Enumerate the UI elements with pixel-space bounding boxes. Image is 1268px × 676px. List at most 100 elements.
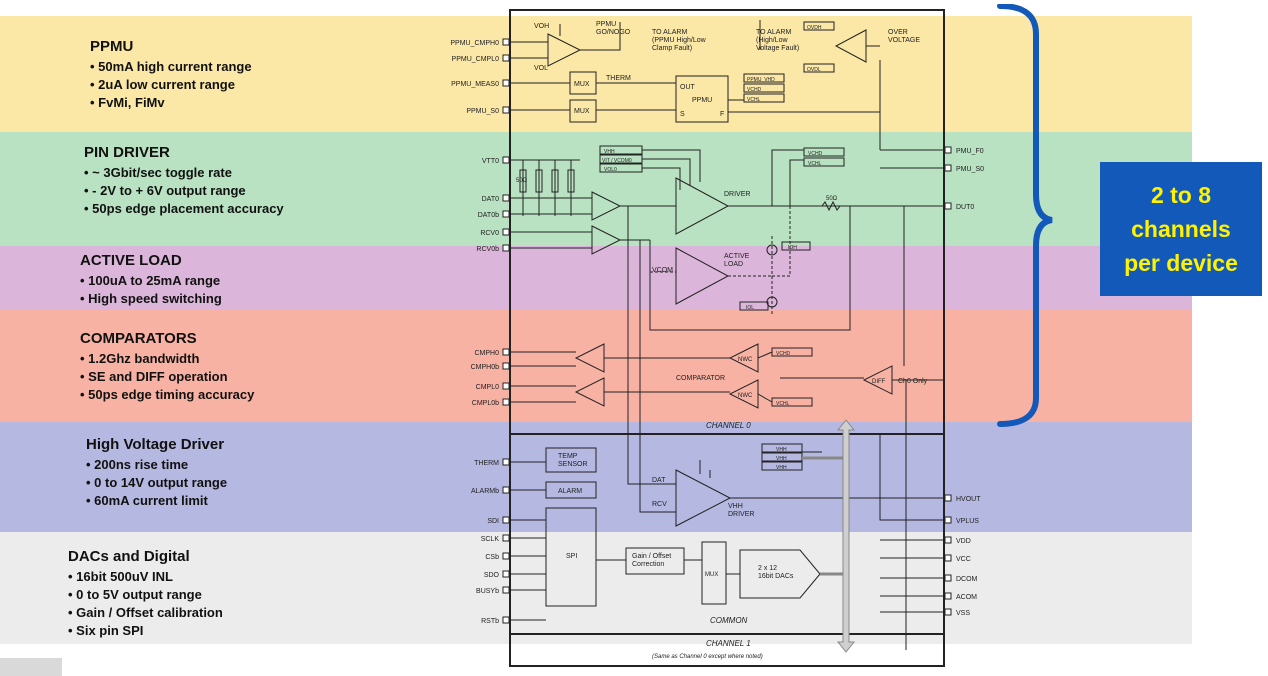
ovdl-box: [803, 63, 835, 73]
band-bullet: 50mA high current range: [90, 58, 251, 76]
ovp-comparator-shape: [834, 29, 867, 63]
ppmu-vhd-box: [743, 73, 785, 83]
label-vit: VIT / VCOM0: [602, 158, 632, 164]
temp-sensor-shape: [545, 447, 597, 473]
gain-offset-shape: [625, 547, 685, 575]
ioh-box: [781, 241, 811, 251]
dac-shape: [739, 549, 821, 599]
cmp-buffer1-shape: [574, 343, 605, 373]
pin-marker: [502, 210, 510, 218]
band-bullets-dacs: 16bit 500uV INL0 to 5V output rangeGain …: [68, 568, 223, 640]
band-bullet: 0 to 14V output range: [86, 474, 227, 492]
pin-marker: [944, 516, 952, 524]
vhh3-box: [761, 461, 803, 471]
pin-label-right: HVOUT: [956, 496, 981, 503]
label-voh: VOH: [534, 23, 549, 30]
pin-marker: [502, 54, 510, 62]
pin-marker: [502, 348, 510, 356]
label-cmp-vchd: VCHD: [776, 351, 791, 357]
pin-label-left: PPMU_MEAS0: [451, 81, 499, 88]
band-bullet: FvMi, FiMv: [90, 94, 252, 112]
band-text-ppmu: PPMU 50mA high current range2uA low curre…: [90, 38, 252, 112]
ppmu-comparator-shape: [547, 33, 582, 67]
band-title-pin-driver: PIN DRIVER: [84, 144, 170, 161]
pin-marker: [502, 516, 510, 524]
band-text-dacs: DACs and Digital 16bit 500uV INL0 to 5V o…: [68, 548, 223, 640]
band-bullet: Gain / Offset calibration: [68, 604, 223, 622]
pin-label-left: THERM: [474, 460, 499, 467]
band-title-active-load: ACTIVE LOAD: [80, 252, 182, 269]
pin-marker: [502, 194, 510, 202]
pin-marker: [502, 570, 510, 578]
band-title-dacs: DACs and Digital: [68, 548, 190, 565]
label-ovdh: OVDH: [807, 25, 822, 31]
vchd-box: [803, 147, 845, 157]
pin-label-left: SDO: [484, 572, 500, 579]
pin-label-left: DAT0b: [478, 212, 499, 219]
pin-marker: [944, 554, 952, 562]
pin-label-right: PMU_F0: [956, 148, 984, 155]
pin-marker: [502, 552, 510, 560]
label-vcom: VCOM: [652, 267, 673, 274]
band-title-hv-driver: High Voltage Driver: [86, 436, 225, 453]
label-rcv: RCV: [652, 501, 667, 508]
label-f: F: [720, 111, 724, 118]
label-ovdl: OVDL: [807, 67, 821, 73]
band-bullet: 100uA to 25mA range: [80, 272, 222, 290]
pin-marker: [502, 228, 510, 236]
band-bullet: Six pin SPI: [68, 622, 223, 640]
label-ch0only: Ch0 Only: [898, 378, 928, 385]
vchl-box: [803, 157, 845, 167]
label-nwc2: NWC: [738, 393, 753, 399]
pin-label-left: PPMU_CMPH0: [450, 40, 499, 47]
pin-label-left: PPMU_CMPL0: [452, 56, 500, 63]
dac-bus: [802, 456, 843, 576]
pin-label-right: ACOM: [956, 594, 977, 601]
band-bullet: 1.2Ghz bandwidth: [80, 350, 254, 368]
band-text-comparators: COMPARATORS 1.2Ghz bandwidthSE and DIFF o…: [80, 330, 254, 404]
pin-label-right: VDD: [956, 538, 971, 545]
bottom-scroll-stub: [0, 658, 62, 676]
left-pins: PPMU_CMPH0PPMU_CMPL0PPMU_MEAS0PPMU_S0VTT…: [450, 38, 510, 625]
label-channel1: CHANNEL 1: [706, 639, 751, 648]
pin-label-left: RSTb: [481, 618, 499, 625]
label-diff: DIFF: [872, 379, 886, 385]
pin-marker: [502, 244, 510, 252]
label-mux2: MUX: [574, 108, 590, 115]
band-bullet: 2uA low current range: [90, 76, 252, 94]
label-ioh: IOH: [788, 245, 797, 251]
band-bullet: 60mA current limit: [86, 492, 227, 510]
pin-label-left: DAT0: [482, 196, 499, 203]
ppmu-mux2-shape: [569, 99, 597, 123]
pin-label-left: RCV0: [480, 230, 499, 237]
band-text-hv-driver: High Voltage Driver200ns rise time0 to 1…: [86, 436, 227, 510]
pin-marker: [502, 486, 510, 494]
pin-marker: [502, 398, 510, 406]
label-out: OUT: [680, 84, 696, 91]
resistor-50ohm: [821, 200, 841, 212]
band-bullet: 50ps edge timing accuracy: [80, 386, 254, 404]
band-bullets-comparators: 1.2Ghz bandwidthSE and DIFF operation50p…: [80, 350, 254, 404]
band-bullet: 50ps edge placement accuracy: [84, 200, 284, 218]
label-s: S: [680, 111, 685, 118]
label-50ohm-2: 50Ω: [826, 196, 838, 202]
pin-marker: [502, 458, 510, 466]
comparator-wires: [510, 206, 944, 403]
label-cmp-vchl: VCHL: [776, 401, 790, 407]
label-iol: IOL: [746, 305, 754, 311]
band-title-ppmu: PPMU: [90, 38, 134, 55]
band-title-comparators: COMPARATORS: [80, 330, 197, 347]
label-ppmu-vhd: PPMU_VHD: [747, 77, 775, 83]
label-mux1: MUX: [574, 81, 590, 88]
pin-label-left: ALARMb: [471, 488, 499, 495]
spi-shape: [545, 507, 597, 607]
pin-label-left: CSb: [485, 554, 499, 561]
label-dac-mux: MUX: [705, 572, 718, 578]
pin-label-left: SCLK: [481, 536, 500, 543]
pin-marker: [944, 592, 952, 600]
band-bullet: High speed switching: [80, 290, 222, 308]
